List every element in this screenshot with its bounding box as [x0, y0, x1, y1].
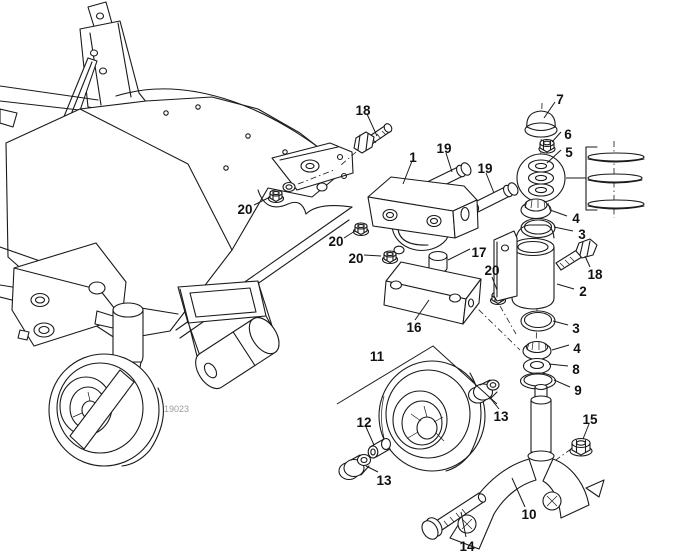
- callout-3-upper: 3: [578, 227, 586, 242]
- callout-7: 7: [556, 92, 564, 107]
- roller-assembly: [177, 280, 280, 390]
- part-16-spacer-block: [383, 261, 482, 325]
- callout-leaders: [253, 101, 591, 538]
- part-6-nut: [538, 138, 556, 154]
- callout-12: 12: [356, 415, 371, 430]
- part-15-nut: [569, 437, 593, 457]
- part-20-nut-b: [352, 222, 370, 237]
- callout-17: 17: [471, 245, 486, 260]
- part-14-axle-bolt: [421, 492, 487, 540]
- callout-16: 16: [406, 320, 422, 335]
- callout-19-b: 19: [477, 161, 492, 176]
- part-4-bearing-upper: [520, 198, 552, 220]
- callout-20-c: 20: [348, 251, 363, 266]
- callout-4-upper: 4: [572, 211, 580, 226]
- part-3-seal-lower: [520, 310, 556, 332]
- callout-20-b: 20: [328, 234, 343, 249]
- mower-deck: [0, 1, 354, 467]
- callout-18-right: 18: [587, 267, 603, 282]
- callout-8: 8: [572, 362, 580, 377]
- callout-1: 1: [409, 150, 417, 165]
- part-5-washers-detail-circle: [516, 153, 566, 203]
- part-20-nut-c: [381, 245, 405, 265]
- callout-11: 11: [370, 349, 385, 364]
- callout-labels: 18 1 19 19 7 6 5 4 3 18 2 20 20 20 17 20…: [237, 92, 603, 554]
- part-20-nut-a: [267, 181, 296, 204]
- part-3-seal-upper: [520, 217, 556, 239]
- callout-6: 6: [564, 127, 572, 142]
- part-2-pivot-housing: [493, 224, 555, 310]
- deck-hanger-bracket: [62, 1, 148, 123]
- callout-13-left: 13: [376, 473, 392, 488]
- part-9-retaining-ring: [519, 372, 557, 390]
- callout-20-d: 20: [484, 263, 499, 278]
- callout-3-lower: 3: [572, 321, 580, 336]
- figure-number: 19023: [164, 404, 189, 414]
- callout-9: 9: [574, 383, 582, 398]
- part-13-bushing-left: [338, 453, 372, 481]
- callout-5: 5: [565, 145, 573, 160]
- callout-4-lower: 4: [573, 341, 581, 356]
- part-11-tire: [378, 360, 486, 472]
- part-7-dust-cap: [524, 110, 558, 138]
- part-18-bolt-right: [555, 238, 598, 271]
- callout-19-a: 19: [436, 141, 451, 156]
- callout-18-upper: 18: [355, 103, 371, 118]
- callout-13-right: 13: [493, 409, 509, 424]
- callout-2: 2: [579, 284, 587, 299]
- assembled-caster: [48, 302, 164, 467]
- part-18-bolt-upper: [353, 123, 393, 154]
- callout-15: 15: [582, 412, 598, 427]
- callout-20-a: 20: [237, 202, 252, 217]
- part-12-spacer: [367, 437, 392, 459]
- washer-detail-view: [566, 141, 645, 218]
- part-10-caster-fork: [449, 383, 605, 550]
- part-4-bearing-lower: [522, 340, 552, 361]
- deck-hinge-bracket: [271, 142, 354, 192]
- callout-10: 10: [521, 507, 536, 522]
- part-8-washer: [522, 357, 552, 375]
- callout-14: 14: [459, 539, 475, 554]
- part-1-support-arm: [367, 176, 479, 251]
